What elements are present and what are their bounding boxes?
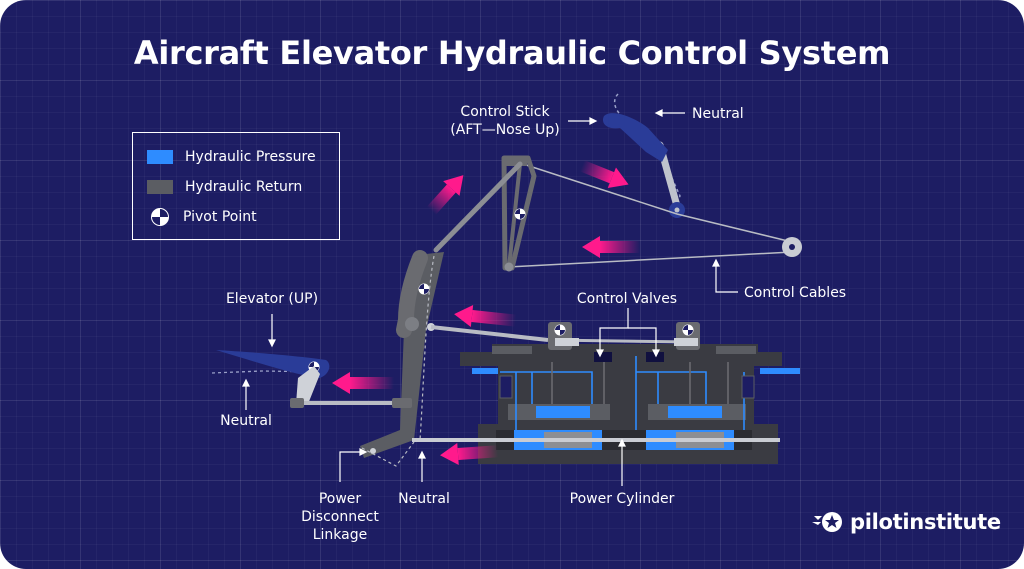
legend-label-return: Hydraulic Return — [185, 179, 303, 195]
logo-text: pilotinstitute — [850, 510, 1001, 534]
legend-label-pivot: Pivot Point — [183, 209, 257, 225]
control-stick — [602, 93, 685, 218]
label-power-cylinder: Power Cylinder — [570, 491, 675, 507]
power-cylinder-assembly — [412, 322, 800, 464]
label-elevator-up: Elevator (UP) — [226, 291, 318, 307]
pivot-valve-left — [554, 324, 566, 336]
motion-arrow-cable — [582, 236, 640, 258]
label-stick-neutral: Neutral — [692, 106, 744, 122]
motion-arrow-upright — [426, 175, 464, 215]
motion-arrow-pushrod — [454, 305, 517, 327]
pivot-lever-upper — [418, 283, 430, 295]
legend-label-pressure: Hydraulic Pressure — [185, 149, 316, 165]
page-title: Aircraft Elevator Hydraulic Control Syst… — [133, 34, 891, 72]
motion-arrows — [332, 160, 640, 465]
label-power-disconnect-1: Power — [319, 491, 362, 507]
motion-arrow-cylinder — [440, 443, 499, 465]
label-control-stick-2: (AFT—Nose Up) — [450, 122, 559, 138]
legend-item-pressure: Hydraulic Pressure — [147, 147, 316, 167]
label-linkage-neutral: Neutral — [398, 491, 450, 507]
return-swatch — [147, 180, 173, 194]
pilot-institute-logo: pilotinstitute — [812, 510, 1001, 534]
label-control-stick-1: Control Stick — [460, 104, 550, 120]
legend-item-return: Hydraulic Return — [147, 177, 302, 197]
pressure-swatch — [147, 150, 173, 164]
wing-star-icon — [812, 512, 842, 532]
pivot-valve-right — [682, 324, 694, 336]
callout-lines — [242, 109, 738, 486]
elevator-surface — [211, 350, 412, 408]
label-elevator-neutral: Neutral — [220, 413, 272, 429]
label-control-cables: Control Cables — [744, 285, 846, 301]
motion-arrow-stick — [579, 160, 629, 188]
pivot-bellcrank — [514, 208, 526, 220]
main-lever — [360, 250, 444, 467]
label-control-valves: Control Valves — [577, 291, 677, 307]
legend: Hydraulic Pressure Hydraulic Return Pivo… — [132, 132, 340, 240]
motion-arrow-elevator — [332, 372, 394, 394]
label-power-disconnect-3: Linkage — [313, 527, 368, 543]
pivot-point-icon — [151, 208, 169, 226]
legend-item-pivot: Pivot Point — [147, 207, 257, 227]
label-power-disconnect-2: Disconnect — [301, 509, 379, 525]
bellcrank — [433, 155, 537, 272]
control-cables — [507, 162, 802, 268]
